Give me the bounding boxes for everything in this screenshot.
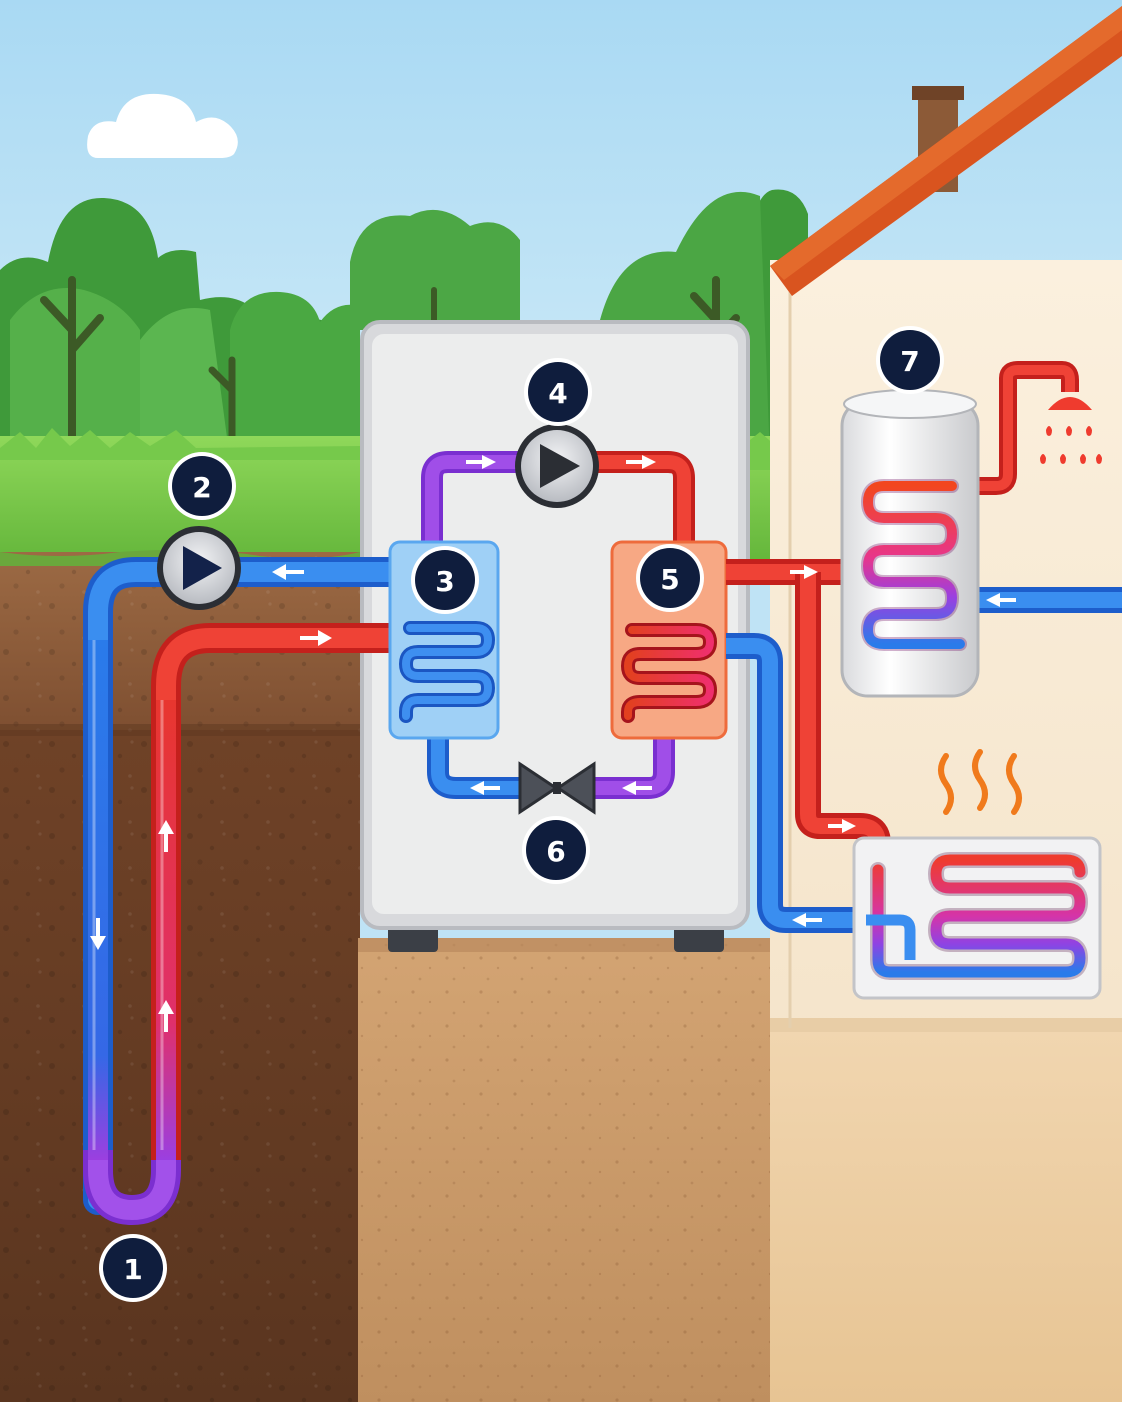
badge-number: 1 (123, 1253, 142, 1286)
badge-condenser-heat-exchanger: 5 (636, 544, 704, 612)
pump-icon (157, 526, 241, 610)
ground-loop-pipes (83, 557, 392, 1226)
flow-arrows-ground (90, 564, 332, 1032)
heat-pump-unit (360, 320, 750, 952)
refrigerant-circuit (421, 451, 695, 799)
number-badges: 1 2 3 4 5 6 7 (99, 326, 944, 1302)
shower-icon (1040, 397, 1102, 464)
hot-water-cylinder (840, 389, 980, 698)
badge-dot (640, 548, 700, 608)
flow-arrows-heating (790, 565, 1016, 927)
badge-ground-loop-bottom: 1 (99, 1234, 167, 1302)
badge-circulation-pump: 2 (168, 452, 236, 520)
badge-compressor: 4 (524, 358, 592, 426)
badge-number: 3 (435, 565, 454, 598)
badge-hot-water-cylinder: 7 (876, 326, 944, 394)
badge-number: 2 (192, 471, 211, 504)
badge-dot (172, 456, 232, 516)
cloud-icon (87, 93, 238, 158)
heat-waves-icon (938, 749, 1022, 815)
badge-dot (528, 362, 588, 422)
foundation (358, 938, 770, 1402)
badge-number: 7 (900, 345, 919, 378)
badge-dot (415, 550, 475, 610)
valve-icon (518, 761, 596, 815)
badge-dot (103, 1238, 163, 1298)
flow-arrows-refrigerant (466, 455, 656, 795)
badge-evaporator-heat-exchanger: 3 (411, 546, 479, 614)
badge-expansion-valve: 6 (522, 816, 590, 884)
badge-dot (526, 820, 586, 880)
badge-number: 5 (660, 563, 679, 596)
badge-number: 4 (548, 377, 567, 410)
badge-number: 6 (546, 835, 565, 868)
heating-pipes (726, 361, 1122, 933)
badge-dot (880, 330, 940, 390)
compressor-icon (515, 424, 599, 508)
radiator (852, 836, 1102, 1000)
